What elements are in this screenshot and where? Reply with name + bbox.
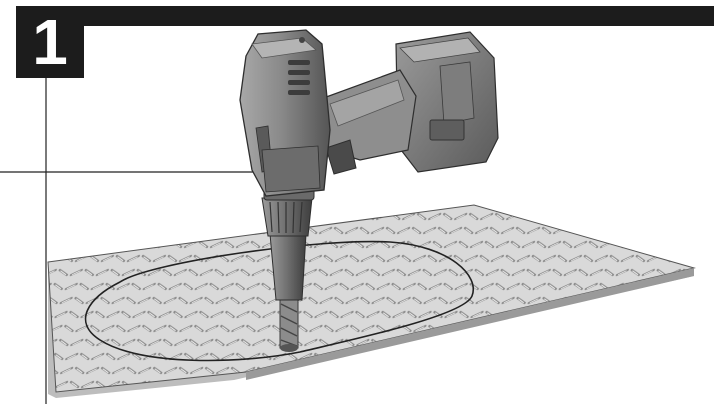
drill-bit	[279, 295, 299, 352]
step-number-badge: 1	[16, 6, 84, 78]
drill-handle	[317, 69, 417, 175]
drill-body	[239, 29, 331, 197]
cut-outline	[84, 240, 475, 362]
drill-battery	[395, 31, 499, 173]
header-bar	[16, 6, 714, 26]
diamond-plate	[47, 204, 696, 398]
